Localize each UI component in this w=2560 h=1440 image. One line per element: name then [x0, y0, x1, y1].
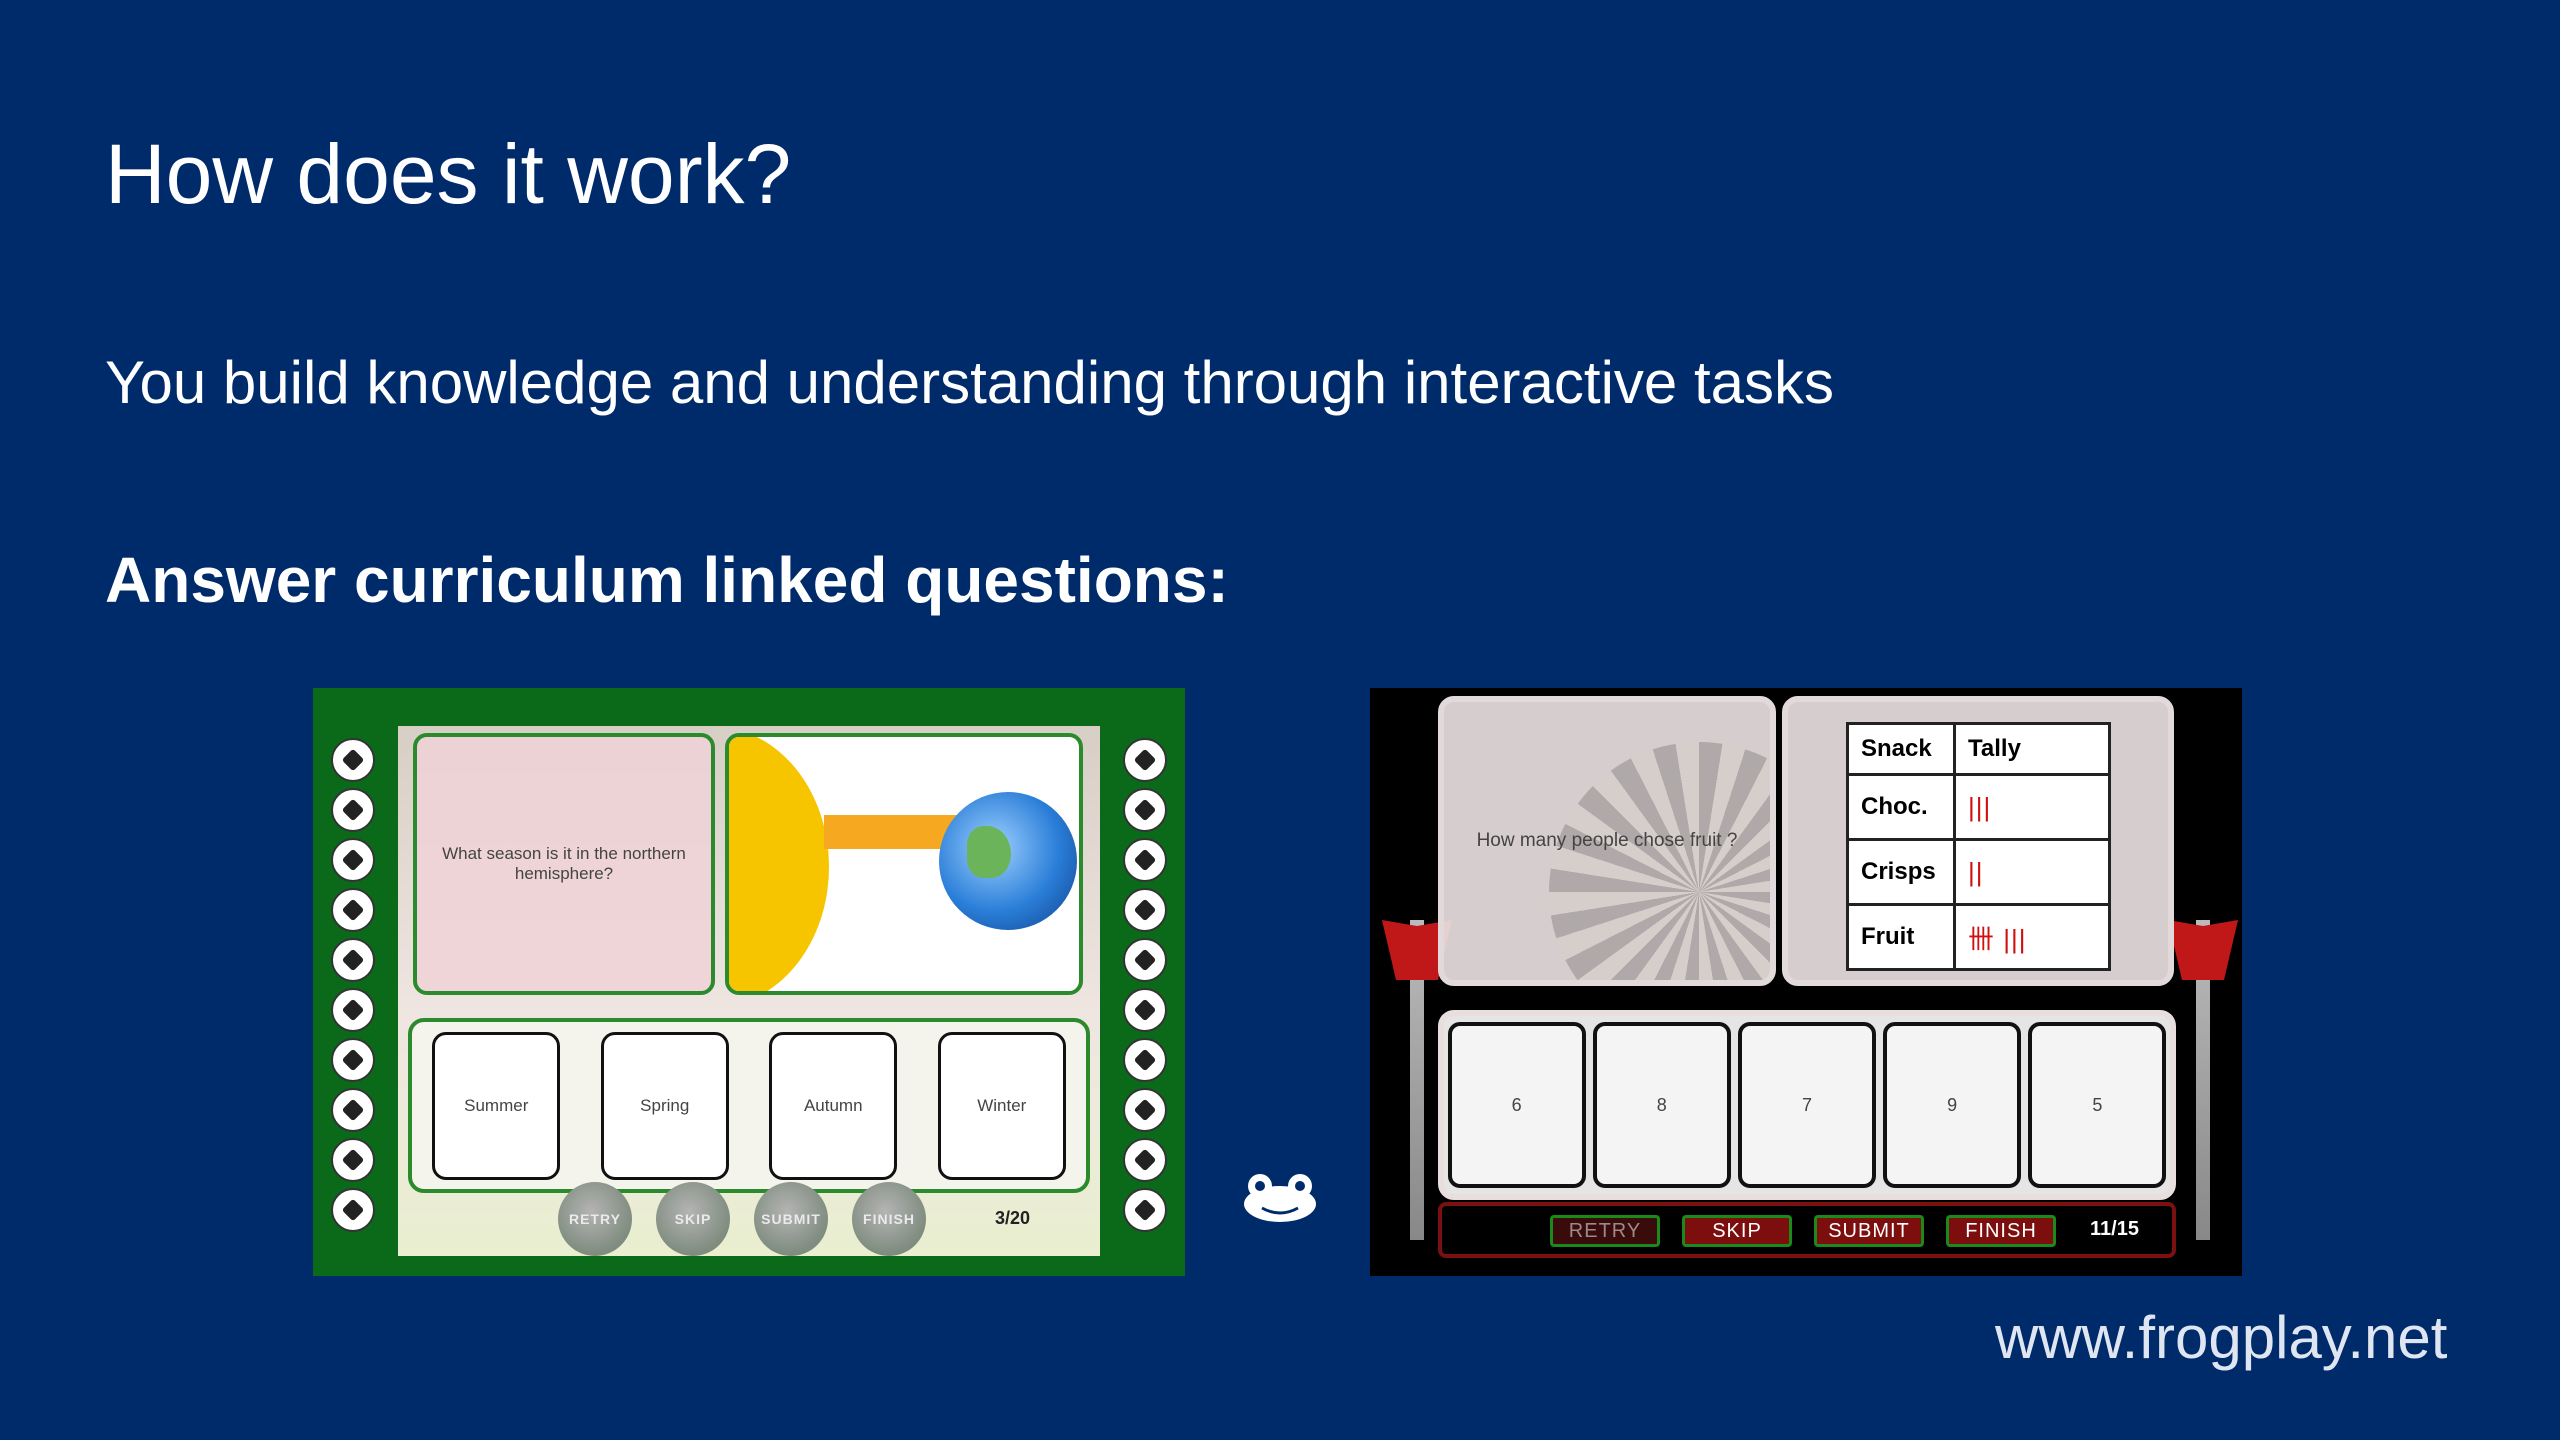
- answer-card[interactable]: 5: [2028, 1022, 2167, 1188]
- table-header: Snack: [1846, 722, 1956, 776]
- football-icon: [331, 1138, 375, 1182]
- footer-url: www.frogplay.net: [1995, 1304, 2448, 1371]
- skip-button[interactable]: SKIP: [1682, 1215, 1792, 1247]
- retry-button[interactable]: RETRY: [1550, 1215, 1660, 1247]
- question-panel: What season is it in the northern hemisp…: [413, 733, 715, 995]
- season-illustration: [725, 733, 1083, 995]
- slide-title: How does it work?: [105, 127, 792, 221]
- ball-column-left: [331, 738, 375, 1232]
- question-text: What season is it in the northern hemisp…: [442, 844, 686, 883]
- control-bar: RETRY SKIP SUBMIT FINISH: [1550, 1215, 2056, 1247]
- football-icon: [1123, 1088, 1167, 1132]
- control-bar: RETRY SKIP SUBMIT FINISH: [558, 1182, 926, 1256]
- question-panel: How many people chose fruit ?: [1438, 696, 1776, 986]
- row-label: Choc.: [1846, 773, 1956, 841]
- football-icon: [1123, 938, 1167, 982]
- football-icon: [331, 988, 375, 1032]
- football-icon: [331, 888, 375, 932]
- answer-card[interactable]: Summer: [432, 1031, 561, 1180]
- table-row: Fruit 卌 |||: [1846, 903, 2111, 971]
- football-icon: [331, 738, 375, 782]
- football-icon: [1123, 988, 1167, 1032]
- answer-panel: 6 8 7 9 5: [1438, 1010, 2176, 1200]
- tally-marks: |||: [1953, 773, 2111, 841]
- dart-left-icon: [1410, 920, 1424, 1240]
- football-icon: [1123, 888, 1167, 932]
- football-icon: [1123, 1138, 1167, 1182]
- football-icon: [331, 838, 375, 882]
- answer-card[interactable]: 6: [1447, 1022, 1586, 1188]
- frog-logo-icon: [1244, 1174, 1316, 1222]
- row-label: Crisps: [1846, 838, 1956, 906]
- football-icon: [1123, 738, 1167, 782]
- tally-marks: 卌 |||: [1953, 903, 2111, 971]
- answer-card[interactable]: Winter: [937, 1031, 1066, 1180]
- football-icon: [1123, 838, 1167, 882]
- question-counter: 11/15: [2090, 1218, 2139, 1240]
- ball-column-right: [1123, 738, 1167, 1232]
- retry-button[interactable]: RETRY: [558, 1182, 632, 1256]
- answer-card[interactable]: 9: [1883, 1022, 2022, 1188]
- earth-globe-icon: [939, 792, 1077, 930]
- dart-right-icon: [2196, 920, 2210, 1240]
- darts-quiz-screenshot: How many people chose fruit ? Snack Tall…: [1370, 688, 2242, 1276]
- answer-card[interactable]: 7: [1737, 1022, 1876, 1188]
- football-icon: [331, 938, 375, 982]
- slide-subtitle: You build knowledge and understanding th…: [105, 349, 1834, 416]
- football-icon: [1123, 1188, 1167, 1232]
- football-icon: [331, 1188, 375, 1232]
- table-row: Choc. |||: [1846, 773, 2111, 841]
- football-quiz-screenshot: What season is it in the northern hemisp…: [313, 688, 1185, 1276]
- section-heading: Answer curriculum linked questions:: [105, 544, 1229, 616]
- finish-button[interactable]: FINISH: [1946, 1215, 2056, 1247]
- question-counter: 3/20: [995, 1208, 1031, 1228]
- dartboard-background: [1549, 742, 1770, 980]
- answer-card[interactable]: Spring: [600, 1031, 729, 1180]
- football-icon: [1123, 788, 1167, 832]
- submit-button[interactable]: SUBMIT: [1814, 1215, 1924, 1247]
- tally-marks: ||: [1953, 838, 2111, 906]
- football-icon: [331, 1088, 375, 1132]
- football-icon: [331, 1038, 375, 1082]
- answer-card[interactable]: 8: [1592, 1022, 1731, 1188]
- question-text: How many people chose fruit ?: [1476, 830, 1738, 851]
- submit-button[interactable]: SUBMIT: [754, 1182, 828, 1256]
- answer-panel: Summer Spring Autumn Winter: [408, 1018, 1090, 1193]
- answer-card[interactable]: Autumn: [769, 1031, 898, 1180]
- sun-icon: [729, 737, 829, 991]
- football-icon: [331, 788, 375, 832]
- table-header: Tally: [1953, 722, 2111, 776]
- row-label: Fruit: [1846, 903, 1956, 971]
- control-bar-frame: [1438, 1202, 2176, 1258]
- finish-button[interactable]: FINISH: [852, 1182, 926, 1256]
- table-row: Crisps ||: [1846, 838, 2111, 906]
- skip-button[interactable]: SKIP: [656, 1182, 730, 1256]
- tally-table-panel: Snack Tally Choc. ||| Crisps || Fruit 卌 …: [1782, 696, 2174, 986]
- football-icon: [1123, 1038, 1167, 1082]
- tally-table: Snack Tally Choc. ||| Crisps || Fruit 卌 …: [1846, 722, 2111, 971]
